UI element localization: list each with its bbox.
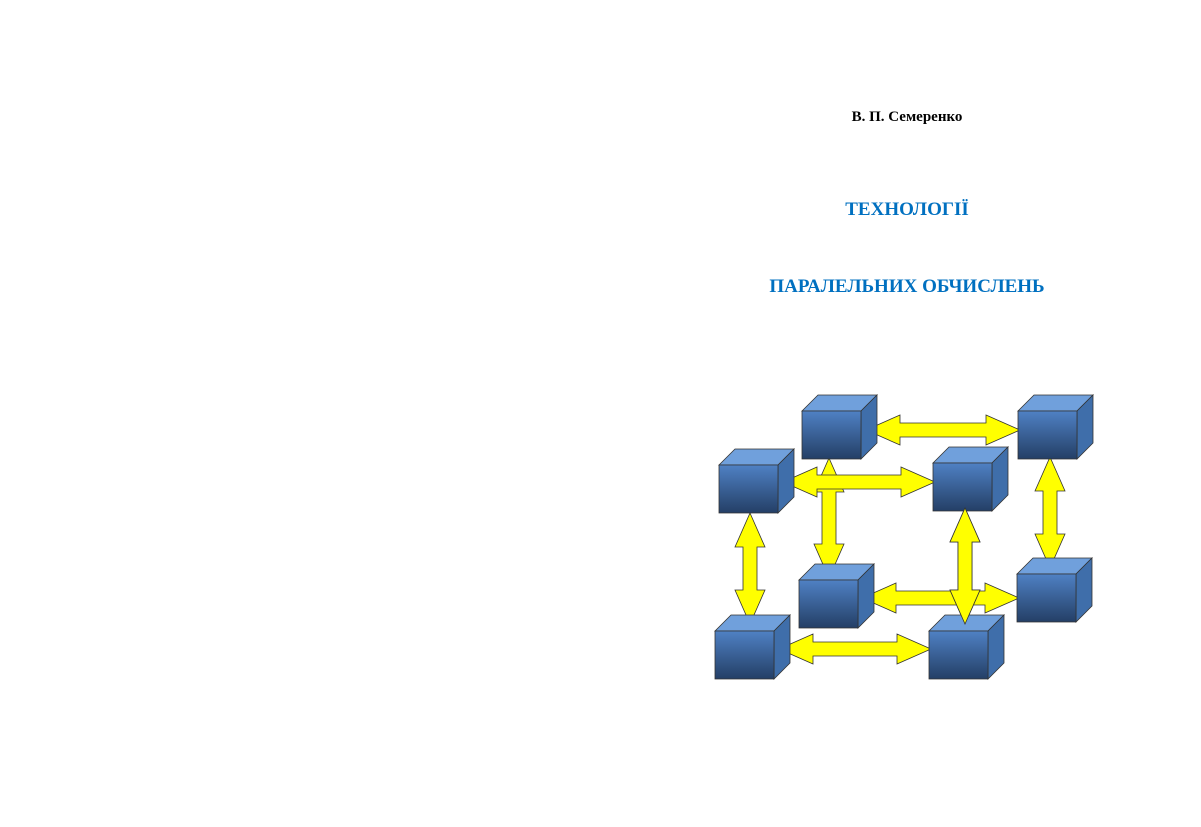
arrow-vertical-back-right [1034, 456, 1066, 569]
cube-front-face [1017, 410, 1078, 460]
cube-bottom-back-left [798, 563, 875, 629]
cube-bottom-back-right [1016, 557, 1093, 623]
cube-front-face [801, 410, 862, 460]
cube-front-face [718, 464, 779, 514]
cube-top-front-left [718, 448, 795, 514]
cube-front-face [714, 630, 775, 680]
cube-front-face [798, 579, 859, 629]
arrow-horizontal-top-back [865, 414, 1021, 446]
cube-front-face [1016, 573, 1077, 623]
arrow-vertical-front-right [949, 507, 981, 625]
cube-bottom-front-left [714, 614, 791, 680]
cube-front-face [932, 462, 993, 512]
cube-front-face [928, 630, 989, 680]
cube-top-back-right [1017, 394, 1094, 460]
cube-top-back-left [801, 394, 878, 460]
arrow-horizontal-bottom-front [778, 633, 932, 665]
title-line-1: ТЕХНОЛОГІЇ [845, 199, 969, 220]
author-name: В. П. Семеренко [851, 109, 963, 125]
arrow-horizontal-top-front [782, 466, 936, 498]
arrow-horizontal-bottom-back [861, 582, 1020, 614]
title-line-2: ПАРАЛЕЛЬНИХ ОБЧИСЛЕНЬ [769, 276, 1045, 297]
cube-top-front-right [932, 446, 1009, 512]
arrow-vertical-front-left [734, 512, 766, 625]
cube-bottom-front-right [928, 614, 1005, 680]
